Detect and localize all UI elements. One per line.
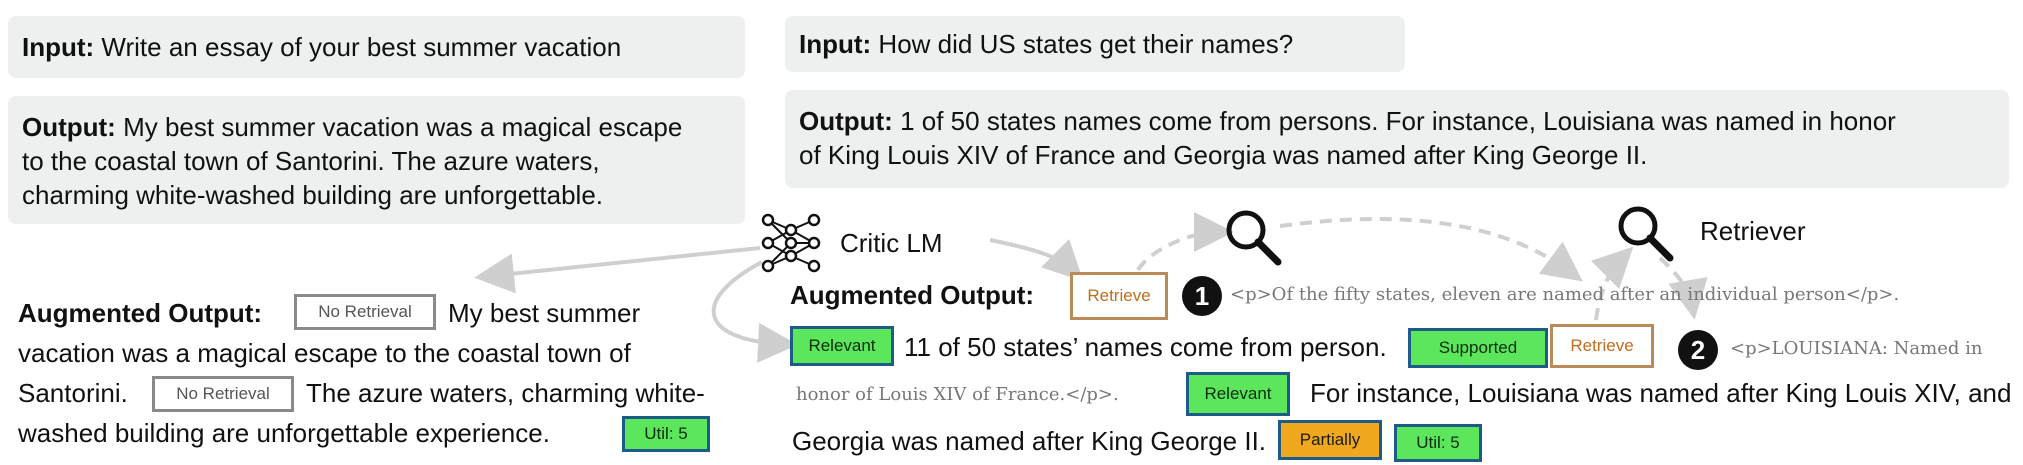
right-tag-retrieve-1: Retrieve	[1070, 272, 1168, 320]
right-input-text: How did US states get their names?	[878, 29, 1294, 59]
critic-to-left-arrow	[474, 246, 761, 294]
search-icon	[1618, 206, 1674, 262]
left-aug-line-1: My best summer	[448, 298, 641, 328]
left-input-text: Write an essay of your best summer vacat…	[101, 32, 622, 62]
right-output-line-2: of King Louis XIV of France and Georgia …	[799, 140, 1648, 170]
right-tag-supported: Supported	[1408, 328, 1548, 368]
right-tag-relevant-2: Relevant	[1186, 372, 1290, 416]
right-aug-label: Augmented Output:	[790, 280, 1035, 310]
critic-to-retrieve-arrow	[989, 238, 1084, 282]
left-aug-line-3-pre: Santorini.	[18, 378, 128, 408]
critic-lm-label: Critic LM	[840, 228, 943, 258]
left-tag-util: Util: 5	[622, 416, 710, 452]
right-output-label: Output:	[799, 106, 893, 136]
left-output-line-3: charming white-washed building are unfor…	[22, 180, 604, 210]
left-aug-line-3-post: The azure waters, charming white-	[306, 378, 705, 408]
left-tag-no-retrieval-2: No Retrieval	[152, 376, 294, 412]
left-aug-line-4: washed building are unforgettable experi…	[18, 418, 550, 448]
right-aug-line-2: 11 of 50 states’ names come from person.	[904, 332, 1387, 362]
right-output-box: Output: 1 of 50 states names come from p…	[785, 90, 2009, 188]
right-input-box: Input: How did US states get their names…	[785, 16, 1405, 72]
right-input-label: Input:	[799, 29, 872, 59]
right-tag-retrieve-2: Retrieve	[1550, 324, 1654, 368]
right-aug-line-3: For instance, Louisiana was named after …	[1310, 378, 2012, 408]
left-tag-no-retrieval-1: No Retrieval	[294, 294, 436, 330]
left-output-box: Output: My best summer vacation was a ma…	[8, 96, 745, 224]
retrieved-passage-1: <p>Of the fifty states, eleven are named…	[1230, 284, 1900, 305]
neural-network-icon	[761, 213, 821, 273]
right-tag-util: Util: 5	[1394, 424, 1482, 462]
retriever-label: Retriever	[1700, 216, 1806, 246]
search-icon	[1226, 210, 1282, 266]
step-2-badge: 2	[1678, 330, 1718, 370]
left-input-box: Input: Write an essay of your best summe…	[8, 16, 745, 78]
retrieved-passage-2a: <p>LOUISIANA: Named in	[1730, 338, 1983, 359]
retrieve-to-search-1	[1136, 212, 1234, 272]
right-output-line-1: 1 of 50 states names come from persons. …	[900, 106, 1896, 136]
search2-to-passage2	[1658, 256, 1708, 320]
left-aug-label: Augmented Output:	[18, 298, 263, 328]
left-output-line-1: My best summer vacation was a magical es…	[123, 112, 683, 142]
right-tag-relevant-1: Relevant	[790, 326, 894, 366]
left-output-line-2: to the coastal town of Santorini. The az…	[22, 146, 600, 176]
retrieved-passage-2b: honor of Louis XIV of France.</p>.	[796, 384, 1119, 405]
critic-to-relevant-arrow	[711, 260, 798, 363]
right-tag-partially: Partially	[1278, 420, 1382, 460]
retrieve2-to-search-2	[1590, 246, 1634, 321]
left-aug-line-2: vacation was a magical escape to the coa…	[18, 338, 631, 368]
step-1-badge: 1	[1182, 276, 1222, 316]
search1-to-retriever-arc	[1279, 217, 1583, 282]
left-input-label: Input:	[22, 32, 95, 62]
left-output-label: Output:	[22, 112, 116, 142]
right-aug-line-4: Georgia was named after King George II.	[792, 426, 1267, 456]
